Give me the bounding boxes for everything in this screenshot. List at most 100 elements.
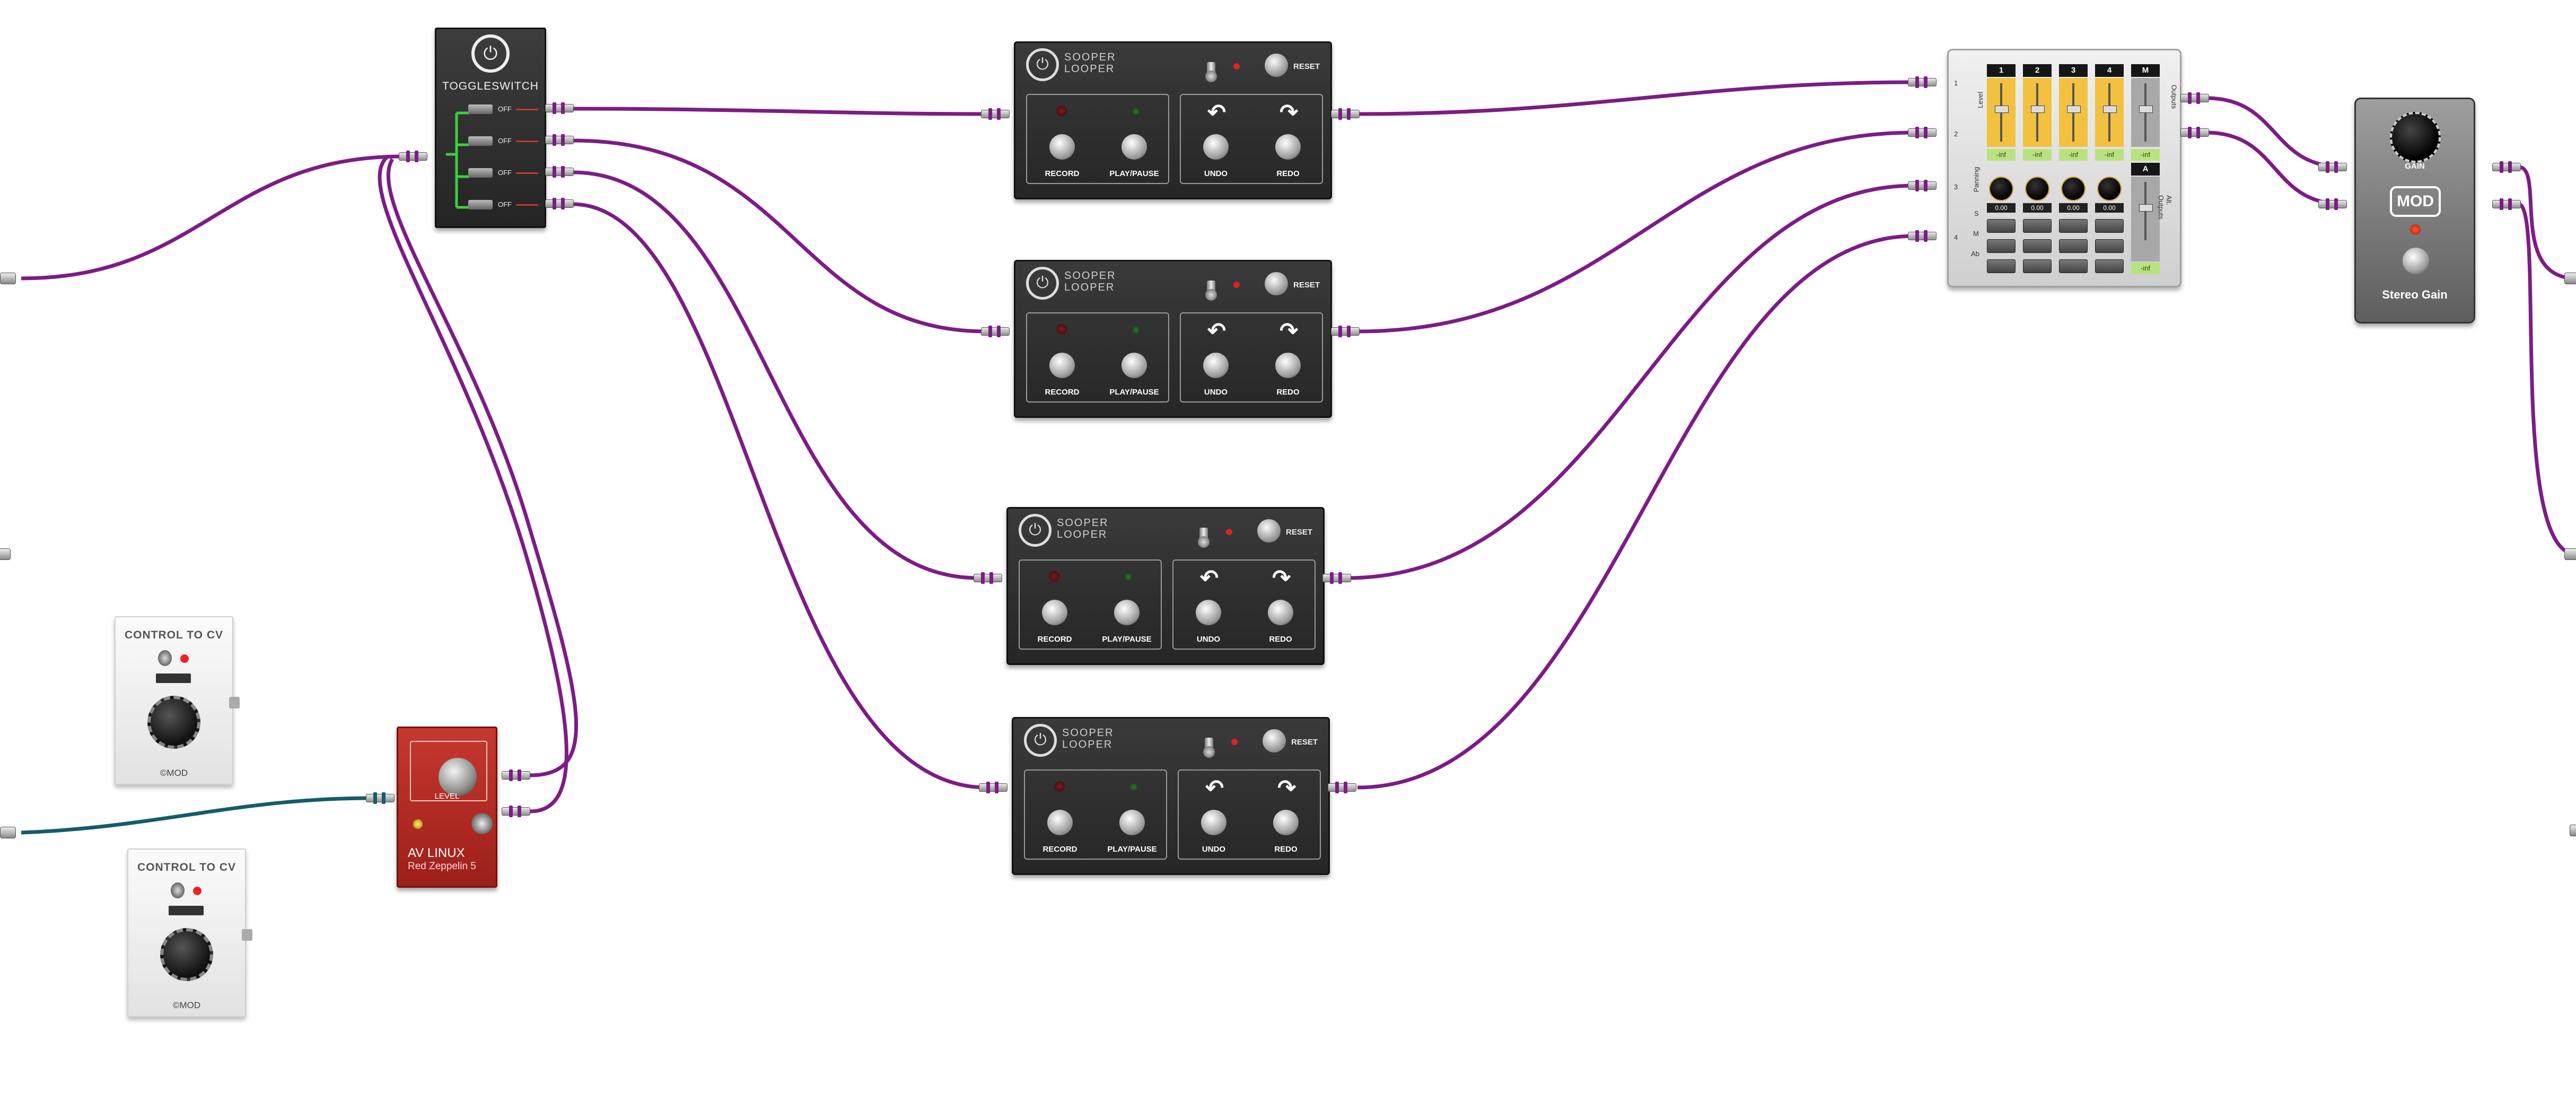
cable-toggle-4-to-looper-4[interactable] <box>572 202 987 790</box>
mute-button[interactable] <box>2095 239 2124 253</box>
avlinux-cv-input-jack[interactable] <box>366 792 395 804</box>
cable-looper-1-to-mixer-1[interactable] <box>1357 80 1915 116</box>
toggleswitch-output-jack-4[interactable] <box>545 198 574 209</box>
cv-output-jack[interactable] <box>229 697 240 708</box>
mixer-output-jack-l[interactable] <box>2180 92 2209 104</box>
play-pause-footswitch[interactable] <box>1114 600 1140 625</box>
undo-footswitch[interactable] <box>1201 810 1226 835</box>
undo-footswitch[interactable] <box>1196 600 1221 625</box>
solo-button[interactable] <box>2023 219 2052 233</box>
toggleswitch-output-jack-1[interactable] <box>545 102 574 114</box>
mixer-input-jack-2[interactable] <box>1908 127 1937 138</box>
redo-footswitch[interactable] <box>1268 600 1293 625</box>
mixer-input-jack-1[interactable] <box>1908 76 1937 88</box>
cv-output-jack[interactable] <box>242 929 252 941</box>
pan-knob[interactable] <box>2025 177 2049 201</box>
aux-fader[interactable] <box>2131 177 2160 261</box>
cable-mixer-out-r-to-gain[interactable] <box>2205 130 2344 206</box>
solo-button[interactable] <box>1987 219 2016 233</box>
ab-button[interactable] <box>2023 259 2052 273</box>
cable-avlinux-out-2[interactable] <box>378 155 568 813</box>
control-to-cv-1[interactable]: CONTROL TO CV ©MOD <box>115 616 240 785</box>
ab-button[interactable] <box>2095 259 2124 273</box>
looper-toggle-switch[interactable] <box>1204 273 1218 301</box>
cable-gain-out-r[interactable] <box>2518 202 2576 556</box>
switch-lever[interactable] <box>468 168 493 178</box>
record-footswitch[interactable] <box>1047 810 1073 835</box>
master-fader[interactable] <box>2131 78 2160 147</box>
cv-knob[interactable] <box>160 928 213 981</box>
system-output-jack-3[interactable] <box>2570 825 2576 836</box>
gain-output-jack-r[interactable] <box>2492 198 2521 210</box>
gain-input-jack-l[interactable] <box>2318 161 2347 173</box>
cable-cv-to-avlinux[interactable] <box>21 796 372 835</box>
bypass-footswitch[interactable] <box>2403 248 2429 274</box>
cable-avlinux-out-1[interactable] <box>386 158 579 777</box>
gain-knob[interactable] <box>2390 112 2441 163</box>
system-jack[interactable] <box>0 548 11 560</box>
switch-3[interactable]: OFF <box>468 167 542 179</box>
looper-1-input-jack[interactable] <box>981 108 1010 120</box>
cable-toggle-3-to-looper-3[interactable] <box>572 170 979 580</box>
looper-3-input-jack[interactable] <box>974 572 1002 584</box>
mute-button[interactable] <box>1987 239 2016 253</box>
level-knob[interactable] <box>439 758 477 796</box>
avlinux-output-jack-1[interactable] <box>502 769 530 781</box>
redo-footswitch[interactable] <box>1273 810 1299 835</box>
looper-4-output-jack[interactable] <box>1328 782 1356 793</box>
looper-2-output-jack[interactable] <box>1331 326 1360 337</box>
pan-knob[interactable] <box>2061 177 2086 201</box>
channel-fader[interactable] <box>1987 78 2016 147</box>
record-footswitch[interactable] <box>1049 134 1075 160</box>
mixer-plugin[interactable]: 1 2 3 4 Level Panning S M Ab 1 -inf 0.00… <box>1947 49 2181 287</box>
cable-toggle-2-to-looper-2[interactable] <box>572 138 987 334</box>
play-pause-footswitch[interactable] <box>1119 810 1145 835</box>
looper-4-input-jack[interactable] <box>979 782 1007 793</box>
redo-footswitch[interactable] <box>1275 353 1301 378</box>
reset-button[interactable] <box>1257 519 1281 543</box>
cable-input-to-toggleswitch[interactable] <box>21 154 404 281</box>
play-pause-footswitch[interactable] <box>1121 353 1147 378</box>
switch-lever[interactable] <box>468 136 493 146</box>
looper-3-output-jack[interactable] <box>1322 572 1351 584</box>
gain-input-jack-r[interactable] <box>2318 198 2347 210</box>
switch-lever[interactable] <box>468 200 493 209</box>
looper-toggle-switch[interactable] <box>1204 55 1218 82</box>
looper-1-output-jack[interactable] <box>1331 108 1360 120</box>
control-to-cv-2[interactable]: CONTROL TO CV ©MOD <box>127 848 252 1017</box>
cable-looper-3-to-mixer-3[interactable] <box>1346 183 1915 580</box>
record-footswitch[interactable] <box>1042 600 1067 625</box>
play-pause-footswitch[interactable] <box>1121 134 1147 160</box>
bypass-switch[interactable] <box>171 882 185 898</box>
looper-2-input-jack[interactable] <box>981 326 1010 337</box>
cv-knob[interactable] <box>147 696 200 749</box>
toggleswitch-output-jack-2[interactable] <box>545 134 574 146</box>
looper-toggle-switch[interactable] <box>1202 730 1216 758</box>
stereo-gain-pedal[interactable]: GAIN MOD Stereo Gain <box>2354 98 2475 323</box>
record-footswitch[interactable] <box>1049 353 1075 378</box>
system-output-jack-1[interactable] <box>2564 273 2576 284</box>
av-linux-red-zeppelin-pedal[interactable]: LEVEL AV LINUX Red Zeppelin 5 <box>397 727 497 888</box>
undo-footswitch[interactable] <box>1203 134 1229 160</box>
cable-gain-out-l[interactable] <box>2518 165 2576 281</box>
ab-button[interactable] <box>1987 259 2016 273</box>
solo-button[interactable] <box>2095 219 2124 233</box>
mute-button[interactable] <box>2059 239 2088 253</box>
pan-knob[interactable] <box>2097 177 2122 201</box>
redo-footswitch[interactable] <box>1275 134 1301 160</box>
looper-toggle-switch[interactable] <box>1197 520 1211 548</box>
toggleswitch-output-jack-3[interactable] <box>545 166 574 178</box>
switch-1[interactable]: OFF <box>468 103 542 115</box>
mute-button[interactable] <box>2023 239 2052 253</box>
system-output-jack-2[interactable] <box>2564 548 2576 560</box>
switch-4[interactable]: OFF <box>468 199 542 211</box>
channel-fader[interactable] <box>2023 78 2052 147</box>
channel-fader[interactable] <box>2059 78 2088 147</box>
mixer-input-jack-3[interactable] <box>1908 180 1937 191</box>
mixer-output-jack-r[interactable] <box>2180 127 2209 138</box>
undo-footswitch[interactable] <box>1203 353 1229 378</box>
